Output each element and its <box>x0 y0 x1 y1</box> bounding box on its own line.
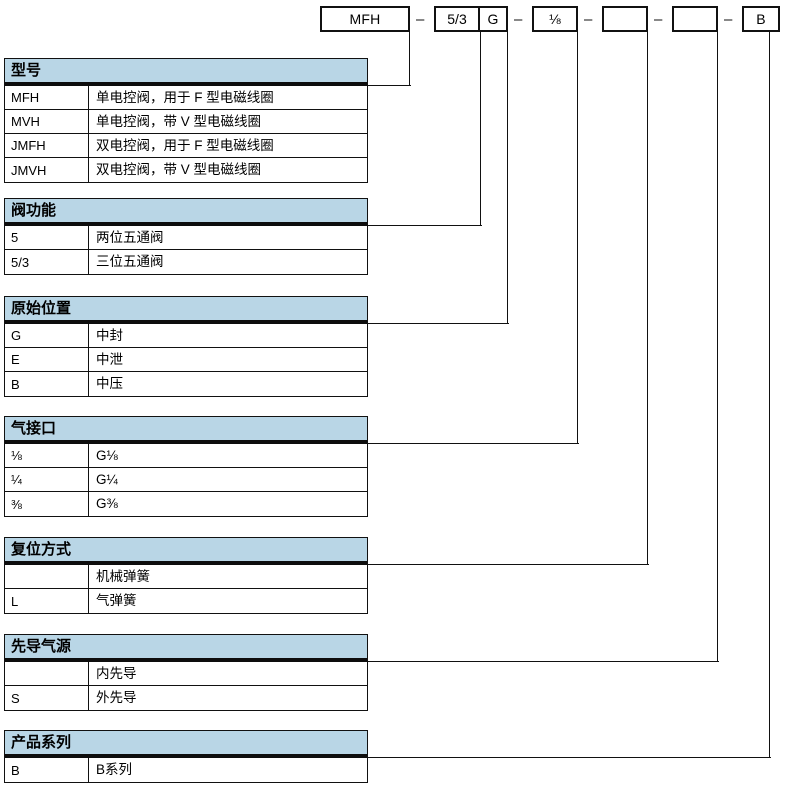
table-product-series: 产品系列 B B系列 <box>4 730 368 783</box>
table-row: 5/3 三位五通阀 <box>5 250 367 274</box>
table-reset-method-desc: 机械弹簧 <box>96 568 150 584</box>
table-row: 内先导 <box>5 662 367 686</box>
table-row: ¼ G¼ <box>5 468 367 492</box>
table-row: B 中压 <box>5 372 367 396</box>
connector-vertical-reset-method <box>647 30 648 564</box>
table-reset-method-header: 复位方式 <box>5 538 367 565</box>
table-valve-function-desc: 三位五通阀 <box>96 254 164 270</box>
table-valve-function-desc: 两位五通阀 <box>96 229 164 245</box>
table-row: JMFH 双电控阀，用于 F 型电磁线圈 <box>5 134 367 158</box>
table-reset-method-code <box>5 565 89 588</box>
table-model-code: MFH <box>5 86 89 109</box>
table-initial-position-code: G <box>5 324 89 347</box>
table-row: B B系列 <box>5 758 367 782</box>
connector-vertical-air-connection <box>577 30 578 443</box>
table-row: G 中封 <box>5 324 367 348</box>
table-air-connection-code: ¼ <box>5 468 89 491</box>
connector-vertical-product-series <box>769 30 770 757</box>
table-reset-method-desc: 气弹簧 <box>96 593 137 609</box>
table-model: 型号 MFH 单电控阀，用于 F 型电磁线圈 MVH 单电控阀，带 V 型电磁线… <box>4 58 368 183</box>
table-valve-function-code: 5 <box>5 226 89 249</box>
table-air-connection: 气接口 ⅛ G⅛ ¼ G¼ ⅜ G⅜ <box>4 416 368 517</box>
code-box-air-connection-value: ⅛ <box>549 11 561 27</box>
connector-horizontal-series-type <box>366 85 411 86</box>
table-pilot-air-source: 先导气源 内先导 S 外先导 <box>4 634 368 711</box>
table-initial-position: 原始位置 G 中封 E 中泄 B 中压 <box>4 296 368 397</box>
connector-horizontal-pilot-air-source <box>366 661 719 662</box>
table-air-connection-header: 气接口 <box>5 417 367 444</box>
table-initial-position-desc: 中压 <box>96 376 123 392</box>
table-valve-function: 阀功能 5 两位五通阀 5/3 三位五通阀 <box>4 198 368 275</box>
table-air-connection-desc: G¼ <box>96 471 118 487</box>
table-pilot-air-source-header: 先导气源 <box>5 635 367 662</box>
table-row: 机械弹簧 <box>5 565 367 589</box>
code-separator-1: – <box>416 11 425 28</box>
connector-horizontal-initial-position <box>366 323 509 324</box>
table-row: E 中泄 <box>5 348 367 372</box>
table-model-desc: 单电控阀，带 V 型电磁线圈 <box>96 113 262 129</box>
table-row: MVH 单电控阀，带 V 型电磁线圈 <box>5 110 367 134</box>
code-box-air-connection[interactable]: ⅛ <box>532 6 578 32</box>
code-box-product-series-value: B <box>756 11 766 27</box>
connector-horizontal-reset-method <box>366 564 649 565</box>
code-box-pilot-air-source[interactable] <box>672 6 718 32</box>
table-valve-function-header: 阀功能 <box>5 199 367 226</box>
code-box-group-function-position[interactable]: 5/3 G <box>434 6 508 32</box>
table-reset-method-code: L <box>5 589 89 613</box>
table-model-desc: 双电控阀，带 V 型电磁线圈 <box>96 162 262 178</box>
code-box-product-series[interactable]: B <box>742 6 780 32</box>
table-pilot-air-source-desc: 外先导 <box>96 690 137 706</box>
code-separator-2: – <box>514 11 523 28</box>
table-model-desc: 单电控阀，用于 F 型电磁线圈 <box>96 89 274 105</box>
code-box-initial-position[interactable]: G <box>478 8 506 30</box>
table-initial-position-desc: 中泄 <box>96 351 123 367</box>
table-product-series-code: B <box>5 758 89 782</box>
table-model-desc: 双电控阀，用于 F 型电磁线圈 <box>96 137 274 153</box>
code-separator-4: – <box>654 11 663 28</box>
table-model-code: JMFH <box>5 134 89 157</box>
table-reset-method: 复位方式 机械弹簧 L 气弹簧 <box>4 537 368 614</box>
connector-vertical-valve-function <box>480 30 481 225</box>
table-row: ⅜ G⅜ <box>5 492 367 516</box>
table-row: S 外先导 <box>5 686 367 710</box>
table-pilot-air-source-code: S <box>5 686 89 710</box>
connector-vertical-initial-position <box>507 30 508 323</box>
table-air-connection-desc: G⅜ <box>96 496 118 512</box>
table-product-series-desc: B系列 <box>96 762 133 778</box>
table-initial-position-code: E <box>5 348 89 371</box>
table-initial-position-desc: 中封 <box>96 327 123 343</box>
table-pilot-air-source-desc: 内先导 <box>96 665 137 681</box>
table-row: JMVH 双电控阀，带 V 型电磁线圈 <box>5 158 367 182</box>
table-initial-position-header: 原始位置 <box>5 297 367 324</box>
table-model-code: MVH <box>5 110 89 133</box>
table-row: MFH 单电控阀，用于 F 型电磁线圈 <box>5 86 367 110</box>
connector-vertical-series-type <box>409 30 410 85</box>
table-air-connection-desc: G⅛ <box>96 447 118 463</box>
code-box-valve-function-value: 5/3 <box>447 11 467 27</box>
connector-horizontal-product-series <box>366 757 771 758</box>
code-separator-5: – <box>724 11 733 28</box>
table-product-series-header: 产品系列 <box>5 731 367 758</box>
code-box-series-type[interactable]: MFH <box>320 6 410 32</box>
table-air-connection-code: ⅜ <box>5 492 89 516</box>
code-box-series-type-value: MFH <box>349 11 381 27</box>
connector-horizontal-air-connection <box>366 443 579 444</box>
table-initial-position-code: B <box>5 372 89 396</box>
table-model-code: JMVH <box>5 158 89 182</box>
connector-vertical-pilot-air-source <box>717 30 718 661</box>
table-air-connection-code: ⅛ <box>5 444 89 467</box>
connector-horizontal-valve-function <box>366 225 482 226</box>
table-model-header: 型号 <box>5 59 367 86</box>
code-box-initial-position-value: G <box>487 11 499 27</box>
code-box-reset-method[interactable] <box>602 6 648 32</box>
table-pilot-air-source-code <box>5 662 89 685</box>
code-separator-3: – <box>584 11 593 28</box>
table-row: L 气弹簧 <box>5 589 367 613</box>
table-valve-function-code: 5/3 <box>5 250 89 274</box>
table-row: 5 两位五通阀 <box>5 226 367 250</box>
table-row: ⅛ G⅛ <box>5 444 367 468</box>
code-box-valve-function[interactable]: 5/3 <box>436 8 478 30</box>
